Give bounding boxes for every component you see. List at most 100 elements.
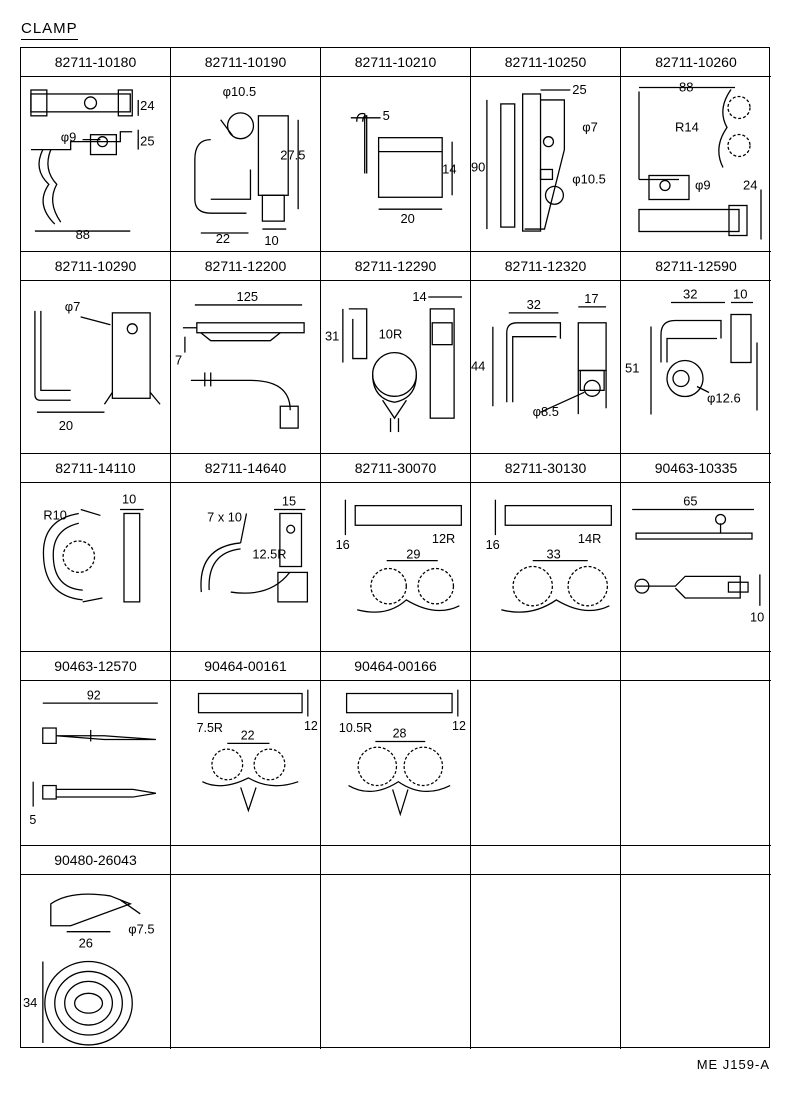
dim-label: 17	[584, 291, 598, 306]
dim-label: φ7	[582, 120, 598, 135]
part-number	[471, 652, 620, 681]
dim-label: 22	[241, 729, 255, 743]
part-cell: 82711-10180 24 25 φ9 88	[21, 48, 171, 252]
part-cell: 90464-00161 12 7.5R 22	[171, 652, 321, 846]
dim-label: 31	[325, 329, 339, 344]
part-drawing	[621, 682, 771, 845]
part-drawing: 25 90 φ7 φ10.5	[471, 78, 620, 251]
dim-label: 10	[122, 492, 136, 507]
part-number: 82711-12290	[321, 252, 470, 281]
part-number: 82711-10210	[321, 48, 470, 77]
dim-label: 10.5R	[339, 721, 372, 735]
dim-label: 32	[527, 297, 541, 312]
part-cell	[471, 846, 621, 1049]
part-number: 82711-12200	[171, 252, 320, 281]
part-number: 82711-10260	[621, 48, 771, 77]
dim-label: 7	[175, 353, 182, 368]
part-drawing: 5 14 20	[321, 78, 470, 251]
part-cell	[171, 846, 321, 1049]
dim-label: 25	[572, 82, 586, 97]
dim-label: R14	[675, 120, 699, 135]
part-number: 82711-12320	[471, 252, 620, 281]
dim-label: 5	[383, 108, 390, 123]
dim-label: 29	[406, 547, 420, 562]
dim-label: 92	[87, 688, 101, 702]
part-number: 82711-14110	[21, 454, 170, 483]
part-number: 82711-30070	[321, 454, 470, 483]
part-number	[621, 846, 771, 875]
dim-label: 25	[140, 134, 154, 149]
part-number: 90463-12570	[21, 652, 170, 681]
dim-label: 10R	[379, 327, 403, 342]
dim-label: 27.5	[280, 148, 305, 163]
dim-label: 65	[683, 494, 697, 509]
dim-label: 88	[76, 227, 90, 242]
dim-label: 14	[412, 289, 426, 304]
part-drawing: 92 5	[21, 682, 170, 845]
part-cell: 82711-12290 32 14 31 10R	[321, 252, 471, 454]
part-drawing	[171, 876, 320, 1049]
part-number	[471, 846, 620, 875]
part-cell: 82711-10250 25 90 φ7 φ10.5	[471, 48, 621, 252]
part-drawing: R10 10	[21, 484, 170, 651]
dim-label: 10	[733, 287, 747, 302]
part-cell: 82711-10290 φ7 20	[21, 252, 171, 454]
dim-label: 22	[216, 231, 230, 246]
part-cell: 82711-12590 32 10 51 φ12.6	[621, 252, 771, 454]
part-drawing: 32 17 44 φ8.5	[471, 282, 620, 453]
dim-label: 32	[683, 287, 697, 302]
part-number: 82711-14640	[171, 454, 320, 483]
grid-row: 82711-14110 R10 10 82711-14640	[21, 454, 771, 652]
part-drawing: φ7 20	[21, 282, 170, 453]
part-drawing: 32 10 51 φ12.6	[621, 282, 771, 453]
part-drawing: 12 7.5R 22	[171, 682, 320, 845]
dim-label: 10	[750, 610, 764, 625]
parts-grid: 82711-10180 24 25 φ9 88 82711-10190	[20, 47, 771, 1049]
part-cell: 82711-14110 R10 10	[21, 454, 171, 652]
part-number: 82711-10290	[21, 252, 170, 281]
grid-row: 90463-12570 92 5 90464-00161	[21, 652, 771, 846]
dim-label: 12.5R	[252, 547, 286, 562]
part-number: 82711-30130	[471, 454, 620, 483]
dim-label: 20	[59, 418, 73, 433]
dim-label: 34	[23, 995, 37, 1010]
part-number: 90464-00166	[321, 652, 470, 681]
part-cell: 90464-00166 12 10.5R 28	[321, 652, 471, 846]
dim-label: 125	[237, 289, 259, 304]
part-number: 82711-10250	[471, 48, 620, 77]
dim-label: 12	[452, 719, 466, 733]
grid-row: 82711-10290 φ7 20 82711-12200	[21, 252, 771, 454]
dim-label: 90	[471, 159, 485, 174]
part-number	[321, 846, 470, 875]
dim-label: 24	[140, 98, 154, 113]
dim-label: 14	[442, 161, 456, 176]
part-drawing: 12 10.5R 28	[321, 682, 470, 845]
grid-row: 90480-26043 φ7.5 26 34	[21, 846, 771, 1049]
part-cell: 90480-26043 φ7.5 26 34	[21, 846, 171, 1049]
dim-label: 5	[29, 813, 36, 827]
part-drawing: 88 R14 φ9 24	[621, 78, 771, 251]
part-number: 90480-26043	[21, 846, 170, 875]
part-drawing	[621, 876, 771, 1049]
part-drawing	[321, 876, 470, 1049]
part-cell	[321, 846, 471, 1049]
part-number: 90464-00161	[171, 652, 320, 681]
part-drawing: 125 7	[171, 282, 320, 453]
dim-label: φ10.5	[223, 84, 256, 99]
part-drawing: 16 12R 29	[321, 484, 470, 651]
dim-label: φ12.6	[707, 391, 741, 406]
dim-label: 16	[486, 537, 500, 552]
part-number: 82711-12590	[621, 252, 771, 281]
part-drawing: 65 10	[621, 484, 771, 651]
part-number: 90463-10335	[621, 454, 771, 483]
part-number	[171, 846, 320, 875]
dim-label: 15	[282, 494, 296, 509]
dim-label: 26	[79, 936, 93, 951]
dim-label: 51	[625, 361, 639, 376]
page-title: CLAMP	[21, 20, 78, 40]
dim-label: 33	[546, 547, 560, 562]
part-cell	[621, 652, 771, 846]
dim-label: R10	[43, 507, 66, 522]
part-cell: 82711-10210 5 14 20	[321, 48, 471, 252]
dim-label: φ7	[65, 299, 81, 314]
